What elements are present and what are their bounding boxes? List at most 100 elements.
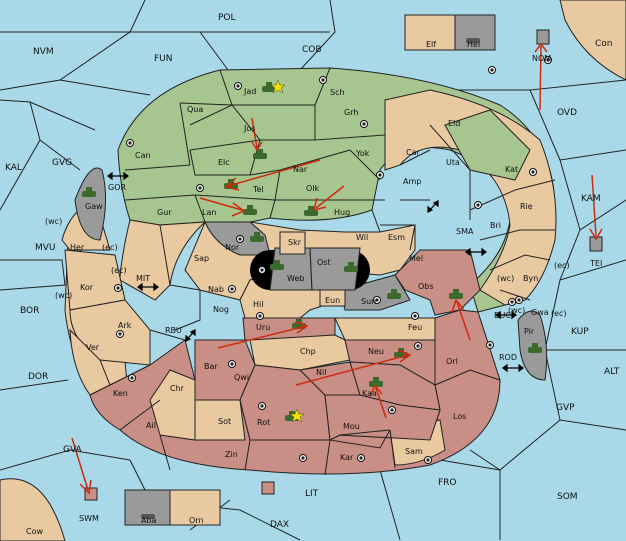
canal-arrows bbox=[107, 171, 524, 373]
star-icon bbox=[289, 408, 305, 423]
label-gvp: GVP bbox=[556, 403, 575, 413]
star-icon bbox=[270, 79, 286, 94]
label-mel: Mel bbox=[409, 254, 423, 263]
label-wc4: (wc) bbox=[508, 306, 525, 315]
province-mou[interactable] bbox=[324, 394, 441, 441]
map-labels: POL Con NVM FUN COB Elf Hel NOM OVD KAL … bbox=[5, 13, 620, 536]
label-con: Con bbox=[595, 39, 613, 49]
label-sap: Sap bbox=[194, 254, 209, 263]
label-amp: Amp bbox=[403, 177, 421, 186]
province-kat[interactable] bbox=[444, 109, 531, 181]
province-kor[interactable] bbox=[64, 249, 126, 311]
unit-pir[interactable] bbox=[528, 343, 542, 353]
label-hel: Hel bbox=[467, 40, 480, 49]
label-skr: Skr bbox=[288, 238, 302, 247]
label-fro: FRO bbox=[438, 478, 457, 488]
label-tei: TEI bbox=[589, 259, 602, 268]
label-bar: Bar bbox=[204, 362, 218, 371]
green-province-borders bbox=[124, 67, 386, 223]
label-ail: Ail bbox=[146, 421, 156, 430]
label-sot: Sot bbox=[218, 417, 231, 426]
label-sam: Sam bbox=[405, 447, 423, 456]
label-wc3: (wc) bbox=[55, 291, 72, 300]
label-buc: BUC bbox=[494, 311, 511, 320]
province-hel[interactable] bbox=[454, 14, 496, 51]
province-skr[interactable] bbox=[279, 231, 306, 255]
order-arrows bbox=[71, 42, 603, 495]
label-kal: KAL bbox=[5, 163, 22, 173]
label-lan: Lan bbox=[202, 208, 216, 217]
label-cob: COB bbox=[302, 45, 322, 55]
label-wc1: (wc) bbox=[45, 217, 62, 226]
label-eun: Eun bbox=[325, 296, 340, 305]
label-ec3: (ec) bbox=[554, 261, 570, 270]
label-kup: KUP bbox=[571, 327, 589, 337]
label-pol: POL bbox=[218, 13, 236, 23]
unit-gaw[interactable] bbox=[82, 187, 96, 197]
province-orn[interactable] bbox=[169, 489, 221, 526]
label-gaw: Gaw bbox=[85, 202, 103, 211]
label-tel: Tel bbox=[252, 185, 264, 194]
label-ec4: (ec) bbox=[551, 309, 567, 318]
label-elc: Elc bbox=[218, 158, 230, 167]
unit-hel-fleet[interactable] bbox=[466, 38, 480, 43]
label-chp: Chp bbox=[300, 347, 316, 356]
label-nor: Nor bbox=[225, 243, 240, 252]
label-sun: Sun bbox=[361, 297, 376, 306]
label-kaa: Kaa bbox=[362, 389, 377, 398]
province-chr[interactable] bbox=[149, 369, 196, 441]
label-bri: Bri bbox=[490, 221, 501, 230]
label-dax: DAX bbox=[270, 520, 289, 530]
unit-hug[interactable] bbox=[304, 206, 318, 216]
label-nom: NOM bbox=[532, 54, 551, 63]
label-mvu: MVU bbox=[35, 243, 56, 253]
label-grh: Grh bbox=[344, 108, 358, 117]
label-som: SOM bbox=[557, 492, 578, 502]
unit-sun[interactable] bbox=[387, 289, 401, 299]
unit-ost[interactable] bbox=[344, 262, 358, 272]
label-olk: Olk bbox=[306, 184, 320, 193]
label-dor: DOR bbox=[28, 372, 48, 382]
unit-kaa[interactable] bbox=[369, 377, 383, 387]
label-los: Los bbox=[453, 412, 466, 421]
label-ark: Ark bbox=[118, 321, 132, 330]
province-gaw[interactable] bbox=[74, 167, 107, 241]
label-neu: Neu bbox=[368, 347, 384, 356]
label-gwa: Gwa bbox=[531, 308, 549, 317]
label-chr: Chr bbox=[170, 384, 185, 393]
label-sch: Sch bbox=[330, 88, 345, 97]
label-car: Car bbox=[406, 148, 420, 157]
unit-nor[interactable] bbox=[250, 232, 264, 242]
label-nvm: NVM bbox=[33, 47, 54, 57]
province-nom-isle[interactable] bbox=[536, 29, 550, 45]
label-kat: Kat bbox=[505, 165, 518, 174]
label-wil: Wil bbox=[356, 233, 368, 242]
province-ost[interactable] bbox=[309, 247, 361, 291]
label-zin: Zin bbox=[225, 450, 238, 459]
province-sun[interactable] bbox=[339, 274, 411, 311]
label-esm: Esm bbox=[388, 233, 405, 242]
label-orl: Orl bbox=[446, 357, 458, 366]
label-mou: Mou bbox=[343, 422, 360, 431]
province-aba[interactable] bbox=[124, 489, 171, 526]
unit-elc[interactable] bbox=[253, 149, 267, 159]
label-nog: Nog bbox=[213, 305, 229, 314]
unit-obs[interactable] bbox=[449, 289, 463, 299]
label-fun: FUN bbox=[154, 54, 173, 64]
province-elf[interactable] bbox=[404, 14, 456, 51]
label-ken: Ken bbox=[113, 389, 128, 398]
province-tei-isle[interactable] bbox=[589, 236, 603, 252]
unit-web[interactable] bbox=[270, 260, 284, 270]
label-mit: MIT bbox=[136, 274, 150, 283]
label-rie: Rie bbox=[520, 202, 533, 211]
label-kar: Kar bbox=[340, 453, 354, 462]
supply-centers bbox=[114, 56, 552, 464]
unit-aba-fleet[interactable] bbox=[141, 514, 155, 519]
label-rot: Rot bbox=[257, 418, 270, 427]
unit-lan[interactable] bbox=[243, 205, 257, 215]
unit-jad[interactable] bbox=[262, 82, 276, 92]
label-lit: LIT bbox=[305, 489, 319, 499]
label-sma: SMA bbox=[456, 227, 474, 236]
label-wc2: (wc) bbox=[497, 274, 514, 283]
province-lit-isle[interactable] bbox=[261, 481, 275, 495]
